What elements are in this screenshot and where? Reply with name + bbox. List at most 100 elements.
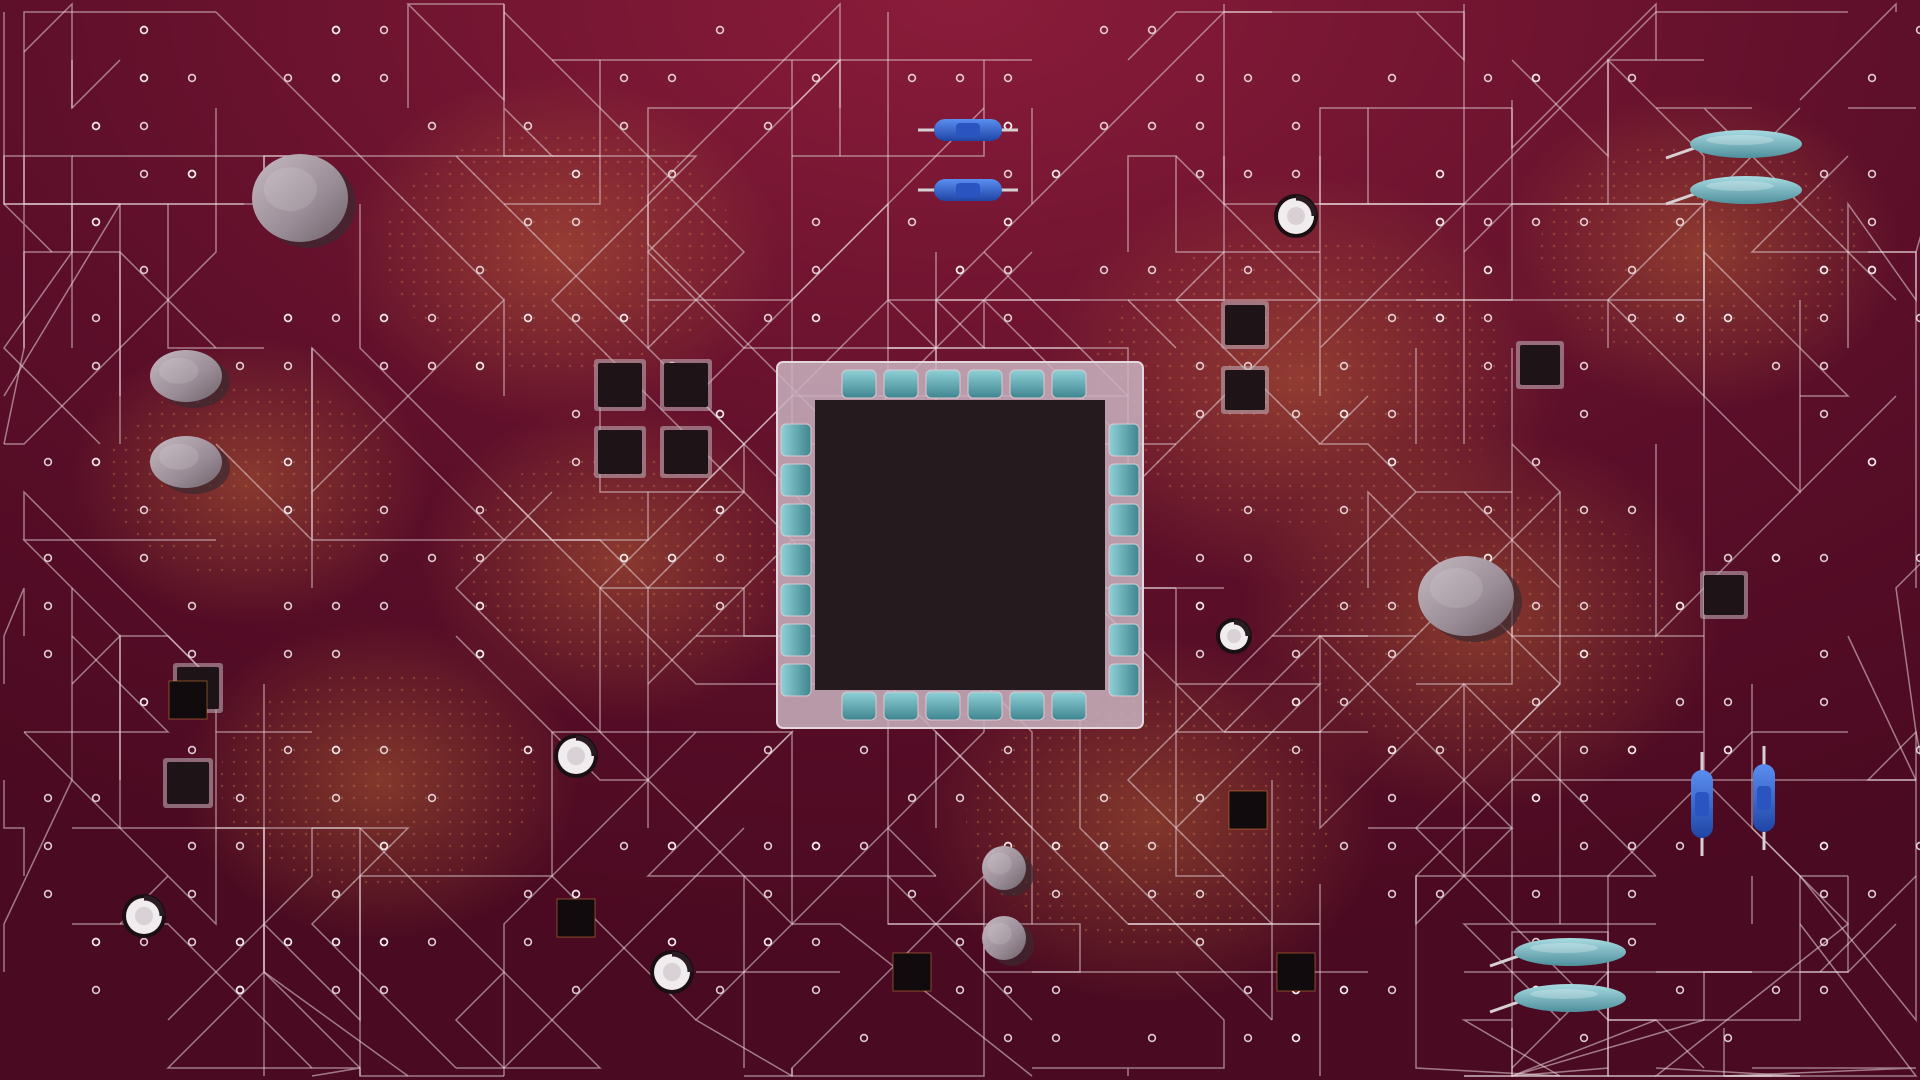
via	[1531, 73, 1541, 83]
via	[1291, 745, 1301, 755]
via	[1099, 25, 1109, 35]
via	[1339, 409, 1349, 419]
ic-chip-body	[167, 762, 209, 804]
via	[1387, 889, 1397, 899]
trace	[3, 11, 216, 205]
via	[1531, 697, 1541, 707]
ic-chip	[1516, 341, 1564, 389]
trace	[455, 60, 793, 350]
trace	[3, 587, 25, 684]
via	[475, 361, 485, 371]
via	[1771, 361, 1781, 371]
capacitor-center	[663, 963, 681, 981]
processor-pin	[780, 423, 812, 457]
via	[1675, 841, 1685, 851]
trace	[503, 827, 745, 1076]
square-pad	[1228, 790, 1268, 830]
via	[1195, 361, 1205, 371]
via	[1723, 1033, 1733, 1043]
blue-resistor	[918, 119, 1018, 141]
dotted-texture	[106, 381, 394, 579]
via	[1291, 121, 1301, 131]
via	[619, 841, 629, 851]
via	[1291, 1033, 1301, 1043]
via	[187, 169, 197, 179]
electrolytic-capacitor	[1216, 618, 1252, 654]
trace	[1175, 683, 1322, 829]
via	[1435, 217, 1445, 227]
via	[1243, 505, 1253, 515]
via	[1099, 265, 1109, 275]
cylinder-capacitor	[150, 350, 230, 408]
processor-die	[815, 400, 1105, 690]
trace	[887, 828, 984, 925]
via	[1387, 601, 1397, 611]
via	[1867, 889, 1877, 899]
via	[235, 361, 245, 371]
via	[1051, 889, 1061, 899]
via	[1003, 73, 1013, 83]
trace	[3, 251, 101, 445]
via	[1387, 409, 1397, 419]
capacitor-stripe	[671, 951, 693, 973]
cylinder-highlight	[987, 922, 1012, 945]
via	[1003, 985, 1013, 995]
via	[1195, 73, 1205, 83]
via	[331, 793, 341, 803]
via	[763, 313, 773, 323]
trace	[1319, 107, 1512, 204]
via	[283, 601, 293, 611]
via	[1099, 793, 1109, 803]
via	[1195, 889, 1205, 899]
square-pad	[168, 680, 208, 720]
via	[1675, 217, 1685, 227]
via	[715, 985, 725, 995]
cylinder-highlight	[159, 443, 199, 470]
via	[1195, 649, 1205, 659]
via	[1627, 313, 1637, 323]
via	[1339, 697, 1349, 707]
via	[1627, 937, 1637, 947]
trace	[71, 634, 121, 780]
via	[379, 361, 389, 371]
blue-resistor	[1691, 752, 1713, 856]
via	[43, 841, 53, 851]
via	[1003, 745, 1013, 755]
via	[283, 745, 293, 755]
via	[1579, 409, 1589, 419]
processor-pin	[1009, 691, 1045, 721]
via	[1003, 313, 1013, 323]
trace	[1511, 58, 1705, 158]
via	[1819, 649, 1829, 659]
via	[475, 505, 485, 515]
trace	[792, 923, 1033, 1077]
via	[1675, 697, 1685, 707]
via	[859, 745, 869, 755]
via	[619, 121, 629, 131]
via	[955, 937, 965, 947]
blue-resistor	[1753, 746, 1775, 850]
trace	[3, 636, 73, 972]
dotted-texture	[966, 693, 1334, 947]
trace	[1318, 395, 1417, 493]
trace	[887, 204, 1080, 349]
ic-chip	[1221, 366, 1269, 414]
via	[139, 73, 149, 83]
processor-pin	[780, 663, 812, 697]
trace	[1319, 634, 1514, 830]
trace	[983, 876, 1368, 973]
via	[1243, 169, 1253, 179]
trace	[1511, 1028, 1609, 1077]
via	[331, 313, 341, 323]
via	[859, 841, 869, 851]
via	[571, 169, 581, 179]
via	[1291, 409, 1301, 419]
ceramic-highlight	[1530, 943, 1598, 953]
via	[1627, 73, 1637, 83]
resistor-band	[1757, 786, 1771, 810]
ic-chip-body	[1225, 370, 1265, 410]
via	[1243, 265, 1253, 275]
processor-pin	[967, 691, 1003, 721]
via	[283, 649, 293, 659]
via	[811, 985, 821, 995]
